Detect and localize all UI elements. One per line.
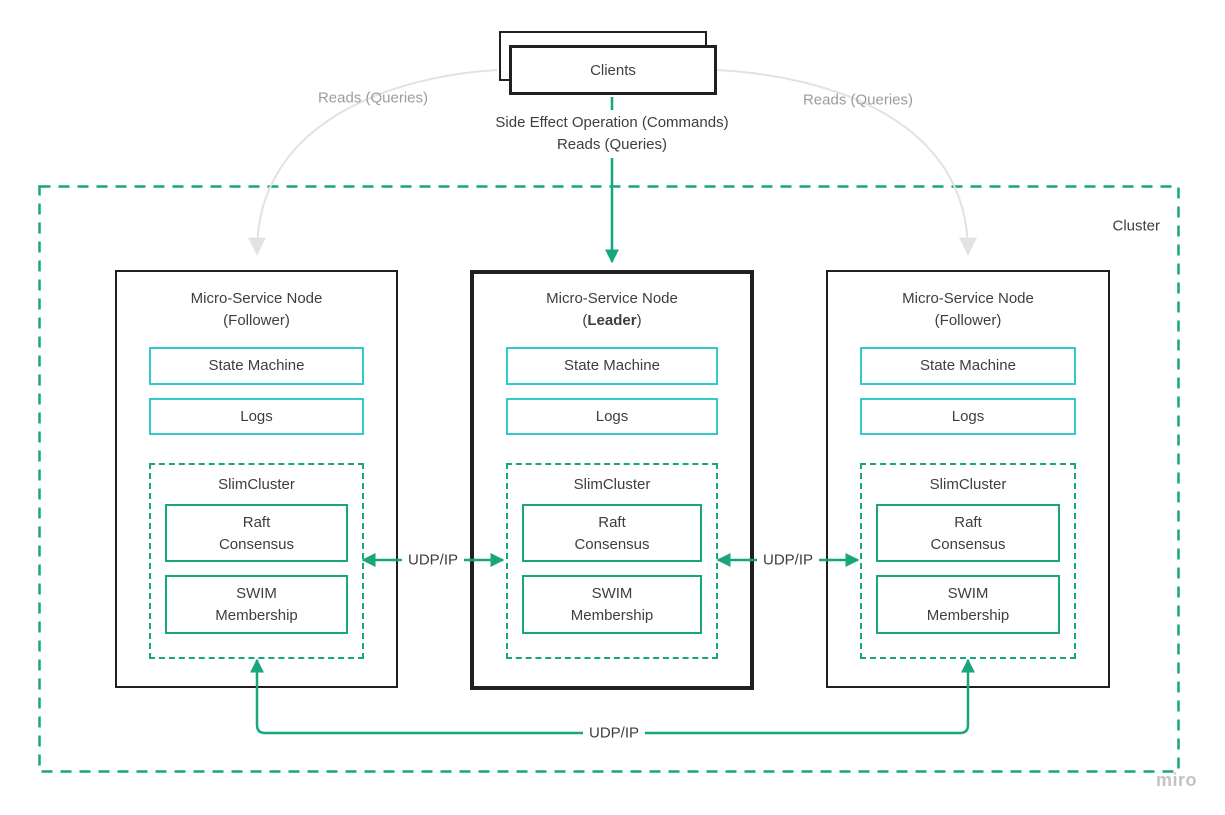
state-machine-box[interactable]: State Machine — [860, 347, 1076, 385]
clients-shape[interactable]: Clients — [509, 45, 717, 95]
slimcluster-label: SlimCluster — [218, 476, 295, 493]
raft-consensus-box[interactable]: Raft Consensus — [522, 504, 702, 562]
right-reads-label: Reads (Queries) — [802, 91, 914, 109]
command-label: Side Effect Operation (Commands) Reads (… — [487, 110, 737, 158]
raft-consensus-box[interactable]: Raft Consensus — [165, 504, 348, 562]
swim-membership-box[interactable]: SWIM Membership — [876, 575, 1060, 634]
slimcluster-label: SlimCluster — [573, 476, 651, 493]
udp-label-bottom: UDP/IP — [582, 724, 646, 742]
cluster-label: Cluster — [1112, 217, 1160, 235]
swim-membership-box[interactable]: SWIM Membership — [165, 575, 348, 634]
clients-label: Clients — [590, 61, 636, 79]
node-role: (Follower) — [223, 312, 290, 329]
left-reads-label: Reads (Queries) — [317, 89, 429, 107]
miro-watermark: miro — [1156, 770, 1198, 790]
node-role: (Follower) — [934, 312, 1002, 329]
node-leader[interactable]: Micro-Service Node (Leader) State Machin… — [470, 270, 754, 690]
state-machine-box[interactable]: State Machine — [506, 347, 718, 385]
node-follower-right[interactable]: Micro-Service Node (Follower) State Mach… — [826, 270, 1110, 688]
slimcluster-label: SlimCluster — [929, 476, 1007, 493]
logs-box[interactable]: Logs — [506, 398, 718, 435]
node-follower-left[interactable]: Micro-Service Node (Follower) State Mach… — [115, 270, 398, 688]
logs-box[interactable]: Logs — [149, 398, 364, 435]
node-title: Micro-Service Node — [546, 290, 678, 307]
command-label-line1: Side Effect Operation (Commands) — [495, 114, 729, 131]
raft-consensus-box[interactable]: Raft Consensus — [876, 504, 1060, 562]
node-title: Micro-Service Node — [902, 290, 1034, 307]
logs-box[interactable]: Logs — [860, 398, 1076, 435]
swim-membership-box[interactable]: SWIM Membership — [522, 575, 702, 634]
command-label-line2: Reads (Queries) — [556, 136, 668, 153]
slimcluster-box[interactable]: SlimCluster Raft Consensus SWIM Membersh… — [149, 463, 364, 659]
slimcluster-box[interactable]: SlimCluster Raft Consensus SWIM Membersh… — [506, 463, 718, 659]
slimcluster-box[interactable]: SlimCluster Raft Consensus SWIM Membersh… — [860, 463, 1076, 659]
node-title: Micro-Service Node — [190, 290, 323, 307]
state-machine-box[interactable]: State Machine — [149, 347, 364, 385]
node-role: (Leader) — [582, 312, 642, 329]
udp-label-left: UDP/IP — [401, 551, 465, 569]
udp-label-right: UDP/IP — [756, 551, 820, 569]
